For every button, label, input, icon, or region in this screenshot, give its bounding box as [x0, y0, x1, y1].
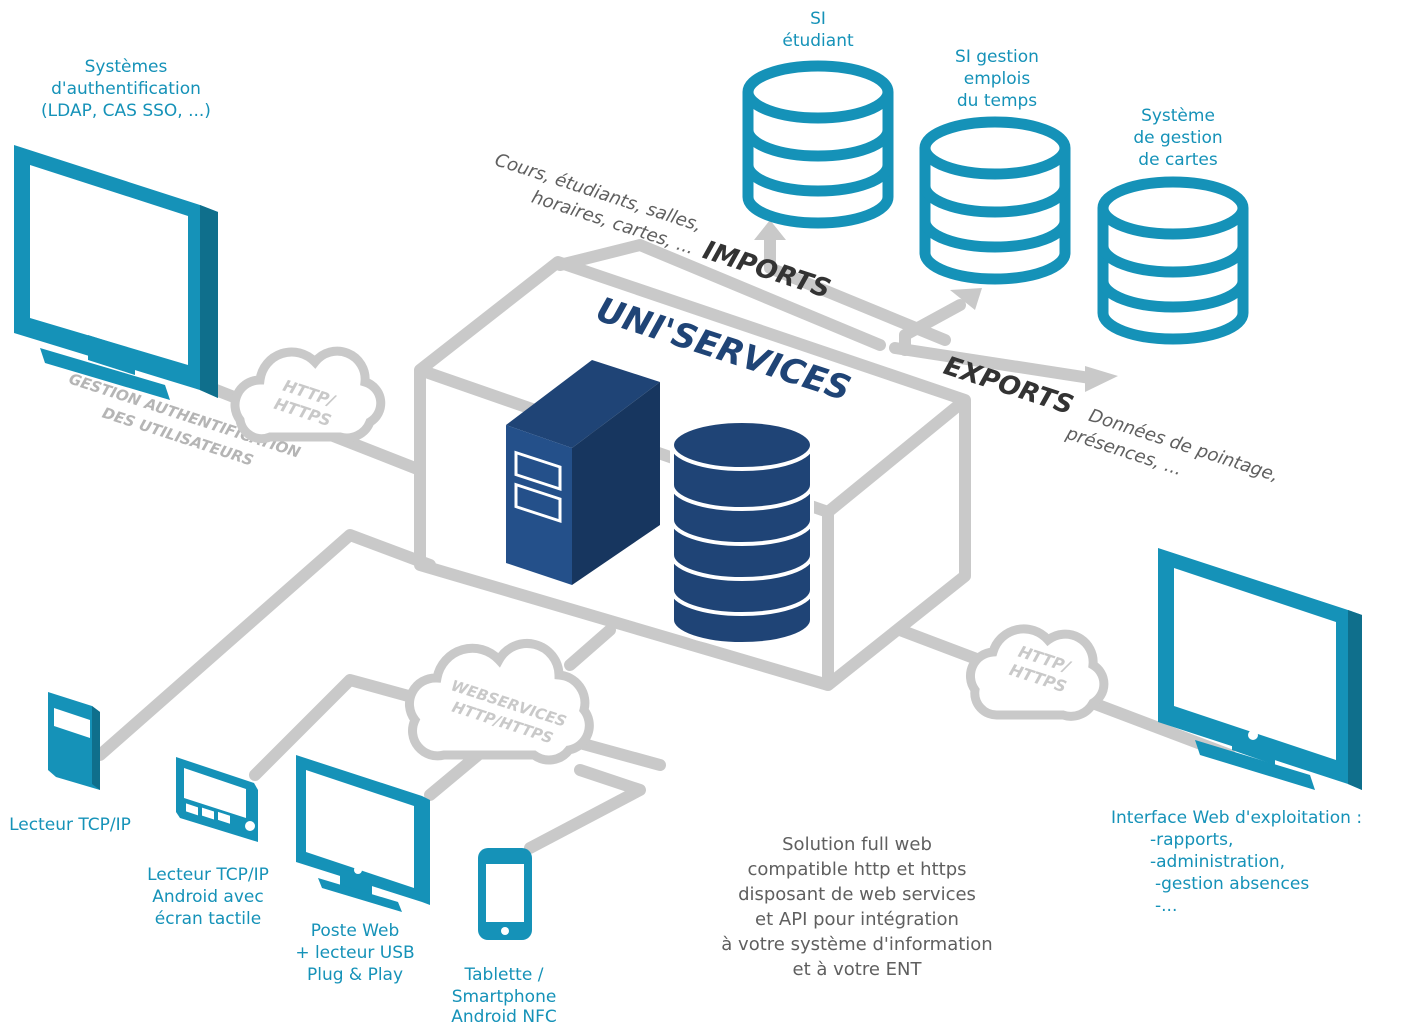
line-tablet — [524, 764, 646, 854]
line-to-db2 — [899, 299, 966, 356]
database-labels: SI étudiant SI gestion emplois du temps … — [782, 9, 1222, 170]
web-post-monitor-icon — [296, 755, 430, 912]
reader-android-icon — [176, 757, 258, 842]
line-webservices-trunk — [564, 624, 616, 671]
db2-label-line-3: du temps — [957, 91, 1037, 111]
solution-line-1: Solution full web — [782, 834, 932, 855]
database-emplois-du-temps — [919, 116, 1071, 285]
box-database-icon — [670, 419, 814, 646]
db1-label-line-1: SI — [810, 9, 826, 29]
solution-line-2: compatible http et https — [747, 859, 966, 880]
cloud-interface-icon — [965, 624, 1109, 721]
line-exports — [889, 342, 1096, 384]
solution-line-3: disposant de web services — [738, 884, 976, 905]
line-imports-top — [554, 239, 886, 351]
db3-label-line-2: de gestion — [1133, 128, 1222, 148]
interface-monitor-icon — [1158, 548, 1362, 790]
auth-title-line-2: d'authentification — [51, 79, 201, 99]
cloud-webservices-icon — [404, 639, 594, 765]
db2-label-line-1: SI gestion — [955, 47, 1039, 67]
arrow-db3-icon — [1085, 366, 1118, 392]
db2-label-line-2: emplois — [964, 69, 1031, 89]
database-gestion-cartes — [1097, 176, 1249, 345]
arrow-db2-icon — [950, 288, 982, 310]
interface-web-line-2: -rapports, — [1150, 830, 1233, 850]
interface-web-line-3: -administration, — [1150, 852, 1285, 872]
import-export-arrows — [754, 220, 1118, 392]
interface-web-line-4: -gestion absences — [1155, 874, 1309, 894]
tablet-line-1: Tablette / — [464, 965, 544, 985]
box-front-right — [822, 400, 971, 691]
db3-label-line-3: de cartes — [1138, 150, 1218, 170]
web-post-line-3: Plug & Play — [307, 965, 403, 985]
reader-tcpip-icon — [48, 692, 100, 790]
solution-line-6: et à votre ENT — [793, 959, 923, 980]
web-post-line-2: + lecteur USB — [295, 943, 414, 963]
interface-web-line-5: -... — [1155, 896, 1177, 916]
tablet-icon — [478, 848, 532, 940]
auth-title-line-1: Systèmes — [85, 57, 168, 77]
reader-android-label: Lecteur TCP/IP Android avec écran tactil… — [147, 865, 269, 929]
solution-line-5: à votre système d'information — [721, 934, 992, 955]
solution-text: Solution full web compatible http et htt… — [721, 834, 992, 980]
tablet-label: Tablette / Smartphone Android NFC — [451, 965, 557, 1026]
auth-title-line-3: (LDAP, CAS SSO, ...) — [41, 101, 211, 121]
box-front-left — [414, 370, 830, 691]
web-post-label: Poste Web + lecteur USB Plug & Play — [295, 921, 414, 985]
db3-label-line-1: Système — [1141, 106, 1215, 126]
reader-android-line-1: Lecteur TCP/IP — [147, 865, 269, 885]
tablet-line-3: Android NFC — [451, 1007, 557, 1026]
line-reader-to-box — [94, 529, 436, 761]
db1-top — [742, 60, 894, 124]
interface-web-line-1: Interface Web d'exploitation : — [1111, 808, 1362, 828]
reader-tcpip-label: Lecteur TCP/IP — [9, 815, 131, 835]
tablet-line-2: Smartphone — [452, 987, 557, 1007]
arrow-db1-icon — [754, 220, 786, 240]
web-post-line-1: Poste Web — [311, 921, 400, 941]
reader-android-line-3: écran tactile — [155, 909, 261, 929]
interface-web-text: Interface Web d'exploitation : -rapports… — [1111, 808, 1362, 916]
db1-label-line-2: étudiant — [782, 31, 854, 51]
line-to-db1 — [764, 234, 951, 346]
auth-monitor-icon — [14, 145, 218, 400]
reader-android-line-2: Android avec — [152, 887, 263, 907]
cloud-auth-icon — [230, 346, 386, 444]
solution-line-4: et API pour intégration — [755, 909, 959, 930]
auth-title: Systèmes d'authentification (LDAP, CAS S… — [41, 57, 211, 121]
database-si-etudiant — [742, 60, 894, 229]
server-tower-icon — [506, 360, 660, 585]
